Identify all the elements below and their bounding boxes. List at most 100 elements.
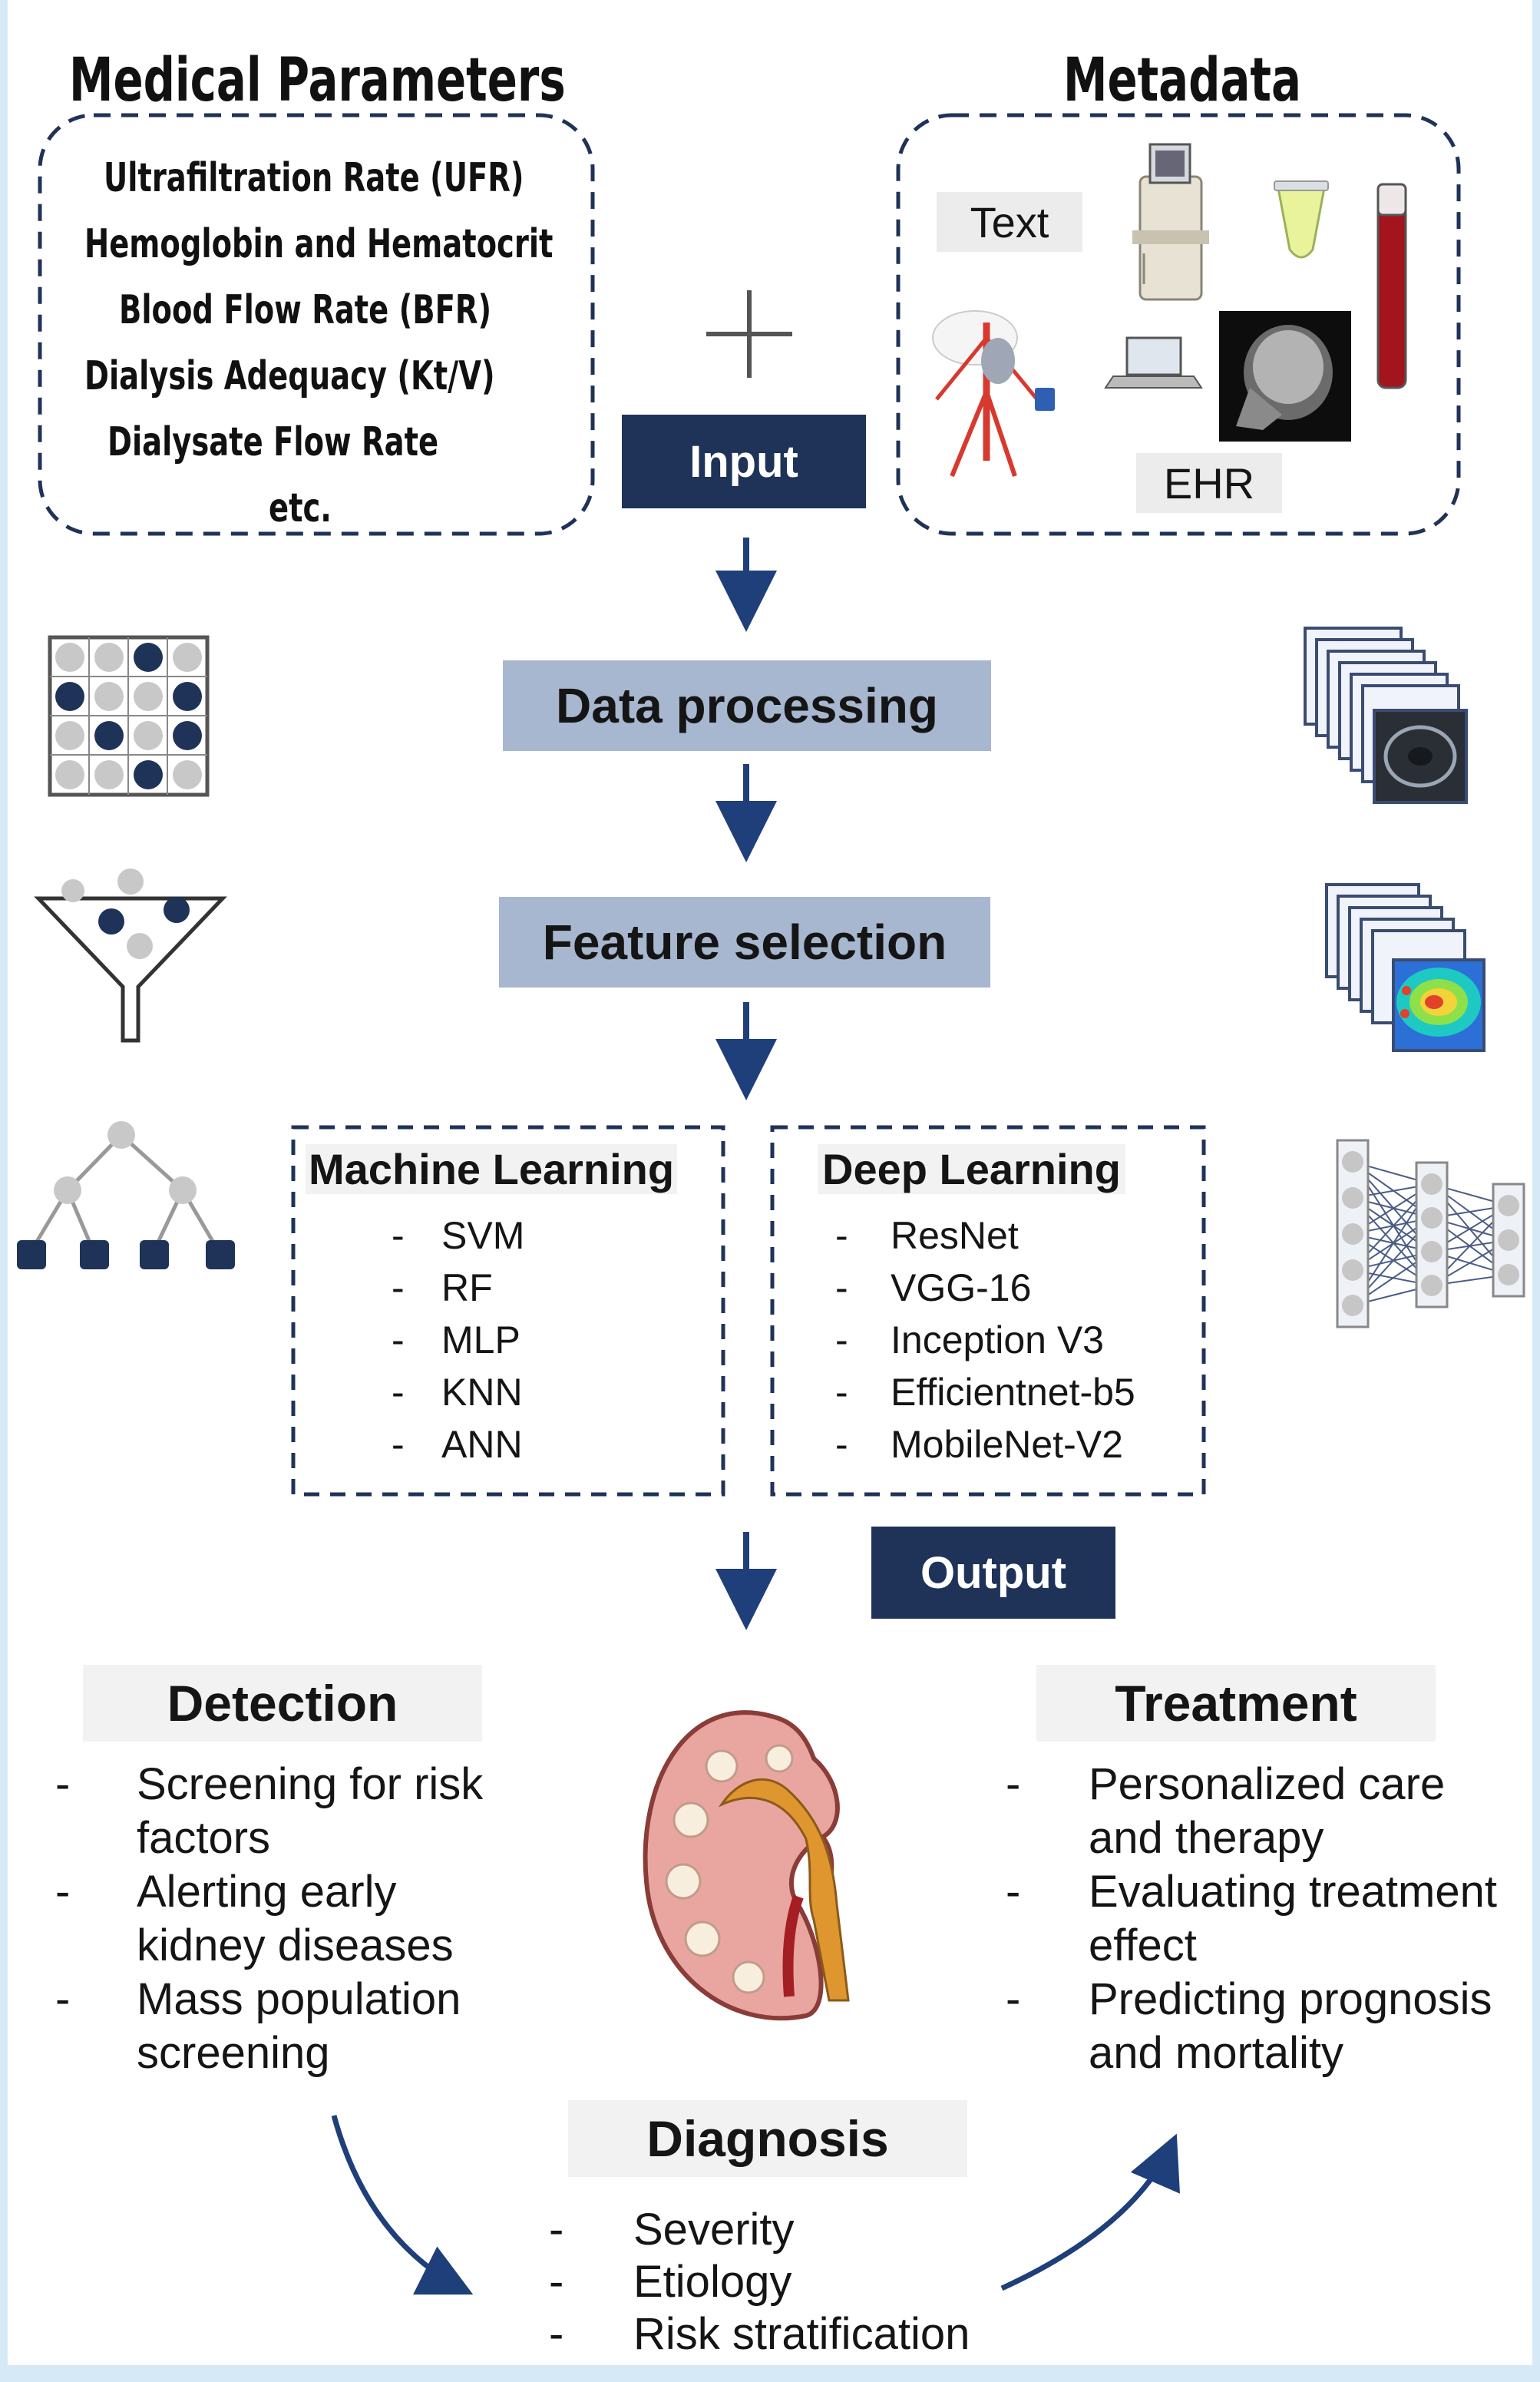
feature-selection-box: Feature selection (499, 897, 990, 988)
medical-parameters-title: Medical Parameters (69, 46, 566, 115)
detection-item-line: screening (137, 2028, 330, 2078)
machine-learning-frame (291, 1125, 725, 1497)
arrow-diagnosis-to-treatment (1000, 2133, 1180, 2291)
treatment-item-line: Evaluating treatment (1089, 1867, 1497, 1917)
list-dash: - (392, 1318, 405, 1361)
nn-node (1498, 1195, 1519, 1216)
treatment-item-line: Personalized care (1089, 1759, 1446, 1809)
list-dash: - (835, 1371, 848, 1414)
detection-item-line: Screening for risk (137, 1759, 484, 1809)
grid-dot (134, 721, 163, 750)
detection-item-line: Alerting early (137, 1867, 397, 1917)
dl-item: MobileNet-V2 (891, 1423, 1123, 1466)
list-dash: - (392, 1371, 405, 1414)
detection-item-line: factors (137, 1813, 271, 1863)
treatment-item-line: and therapy (1089, 1813, 1324, 1863)
nn-node (1421, 1173, 1443, 1195)
test-tube-icon (1274, 180, 1329, 259)
plus-icon (706, 290, 792, 378)
arrow-detection-to-diagnosis (331, 2115, 474, 2295)
data-processing-box: Data processing (503, 660, 991, 751)
medical-parameters-frame (38, 113, 595, 536)
nn-node (1342, 1295, 1363, 1316)
input-box: Input (622, 415, 866, 508)
treatment-title: Treatment (1036, 1665, 1436, 1742)
image-stack-icon (1304, 627, 1468, 804)
medical-item-etc: etc. (269, 485, 332, 531)
grid-dot (134, 760, 163, 789)
medical-item-ufr: Ultrafiltration Rate (UFR) (104, 155, 524, 201)
grid-dot (173, 721, 202, 750)
list-dash: - (835, 1266, 848, 1309)
grid-dot (94, 721, 124, 750)
grid-dot (55, 760, 84, 789)
treatment-item-line: effect (1089, 1920, 1197, 1970)
list-dash: - (549, 2309, 564, 2359)
diagnosis-title: Diagnosis (568, 2100, 967, 2177)
anatomy-figure-icon (932, 310, 1055, 478)
diagnosis-item: Risk stratification (633, 2309, 970, 2359)
nn-node (1342, 1151, 1363, 1173)
grid-dot (173, 760, 202, 789)
detection-title: Detection (83, 1665, 482, 1742)
detection-item-line: Mass population (137, 1974, 461, 2024)
laptop-icon (1104, 336, 1203, 389)
blood-tube-icon (1376, 183, 1407, 389)
nn-node (1498, 1229, 1519, 1251)
diagnosis-item: Severity (633, 2205, 795, 2255)
metadata-text-label: Text (937, 192, 1082, 252)
metadata-frame (896, 113, 1461, 536)
treatment-item-line: and mortality (1089, 2028, 1344, 2078)
dl-item: Inception V3 (891, 1318, 1104, 1361)
nn-node (1342, 1259, 1363, 1281)
grid-dot (55, 721, 84, 750)
list-dash: - (55, 1867, 71, 1917)
ultrasound-machine-icon (1132, 143, 1209, 301)
grid-dot (134, 682, 163, 711)
deep-learning-frame (770, 1125, 1206, 1497)
detection-item-line: kidney diseases (137, 1920, 454, 1970)
medical-item-dialysis-adequacy: Dialysis Adequacy (Kt/V) (84, 353, 495, 399)
deep-learning-title: Deep Learning (818, 1144, 1125, 1194)
list-dash: - (1006, 1867, 1021, 1917)
medical-item-hemoglobin: Hemoglobin and Hematocrit (84, 221, 554, 267)
grid-dot (94, 682, 124, 711)
diagram-canvas: Medical Parameters Ultrafiltration Rate … (8, 0, 1532, 2365)
ml-item: ANN (441, 1423, 523, 1466)
grid-dot (94, 643, 124, 672)
funnel-filter-icon (34, 868, 227, 1043)
brain-mri-icon (1219, 311, 1351, 442)
dl-item: Efficientnet-b5 (891, 1371, 1135, 1414)
grid-dot (173, 682, 202, 711)
decision-tree-icon (17, 1121, 235, 1269)
grid-dot (55, 643, 84, 672)
nn-node (1342, 1223, 1363, 1245)
list-dash: - (1006, 1759, 1021, 1809)
grid-dot (55, 682, 84, 711)
dl-item: ResNet (891, 1214, 1019, 1257)
kidney-illustration (643, 1710, 850, 2021)
list-dash: - (835, 1423, 848, 1466)
metadata-title: Metadata (1063, 46, 1301, 115)
medical-item-dialysate-flow: Dialysate Flow Rate (107, 419, 439, 465)
neural-network-icon (1336, 1139, 1525, 1328)
heatmap-stack-icon (1325, 883, 1485, 1052)
diagnosis-item: Etiology (633, 2257, 792, 2307)
list-dash: - (549, 2257, 564, 2307)
nn-node (1342, 1187, 1363, 1209)
machine-learning-title: Machine Learning (306, 1144, 678, 1194)
ml-item: SVM (441, 1214, 525, 1257)
grid-dot (173, 643, 202, 672)
list-dash: - (392, 1423, 405, 1466)
ml-item: KNN (441, 1371, 523, 1414)
list-dash: - (55, 1759, 71, 1809)
list-dash: - (835, 1318, 848, 1361)
data-grid-icon (48, 635, 210, 797)
grid-dot (134, 643, 163, 672)
output-box: Output (871, 1527, 1115, 1619)
nn-node (1421, 1241, 1443, 1262)
nn-node (1421, 1207, 1443, 1229)
list-dash: - (835, 1214, 848, 1257)
grid-dot (94, 760, 124, 789)
list-dash: - (549, 2205, 564, 2255)
